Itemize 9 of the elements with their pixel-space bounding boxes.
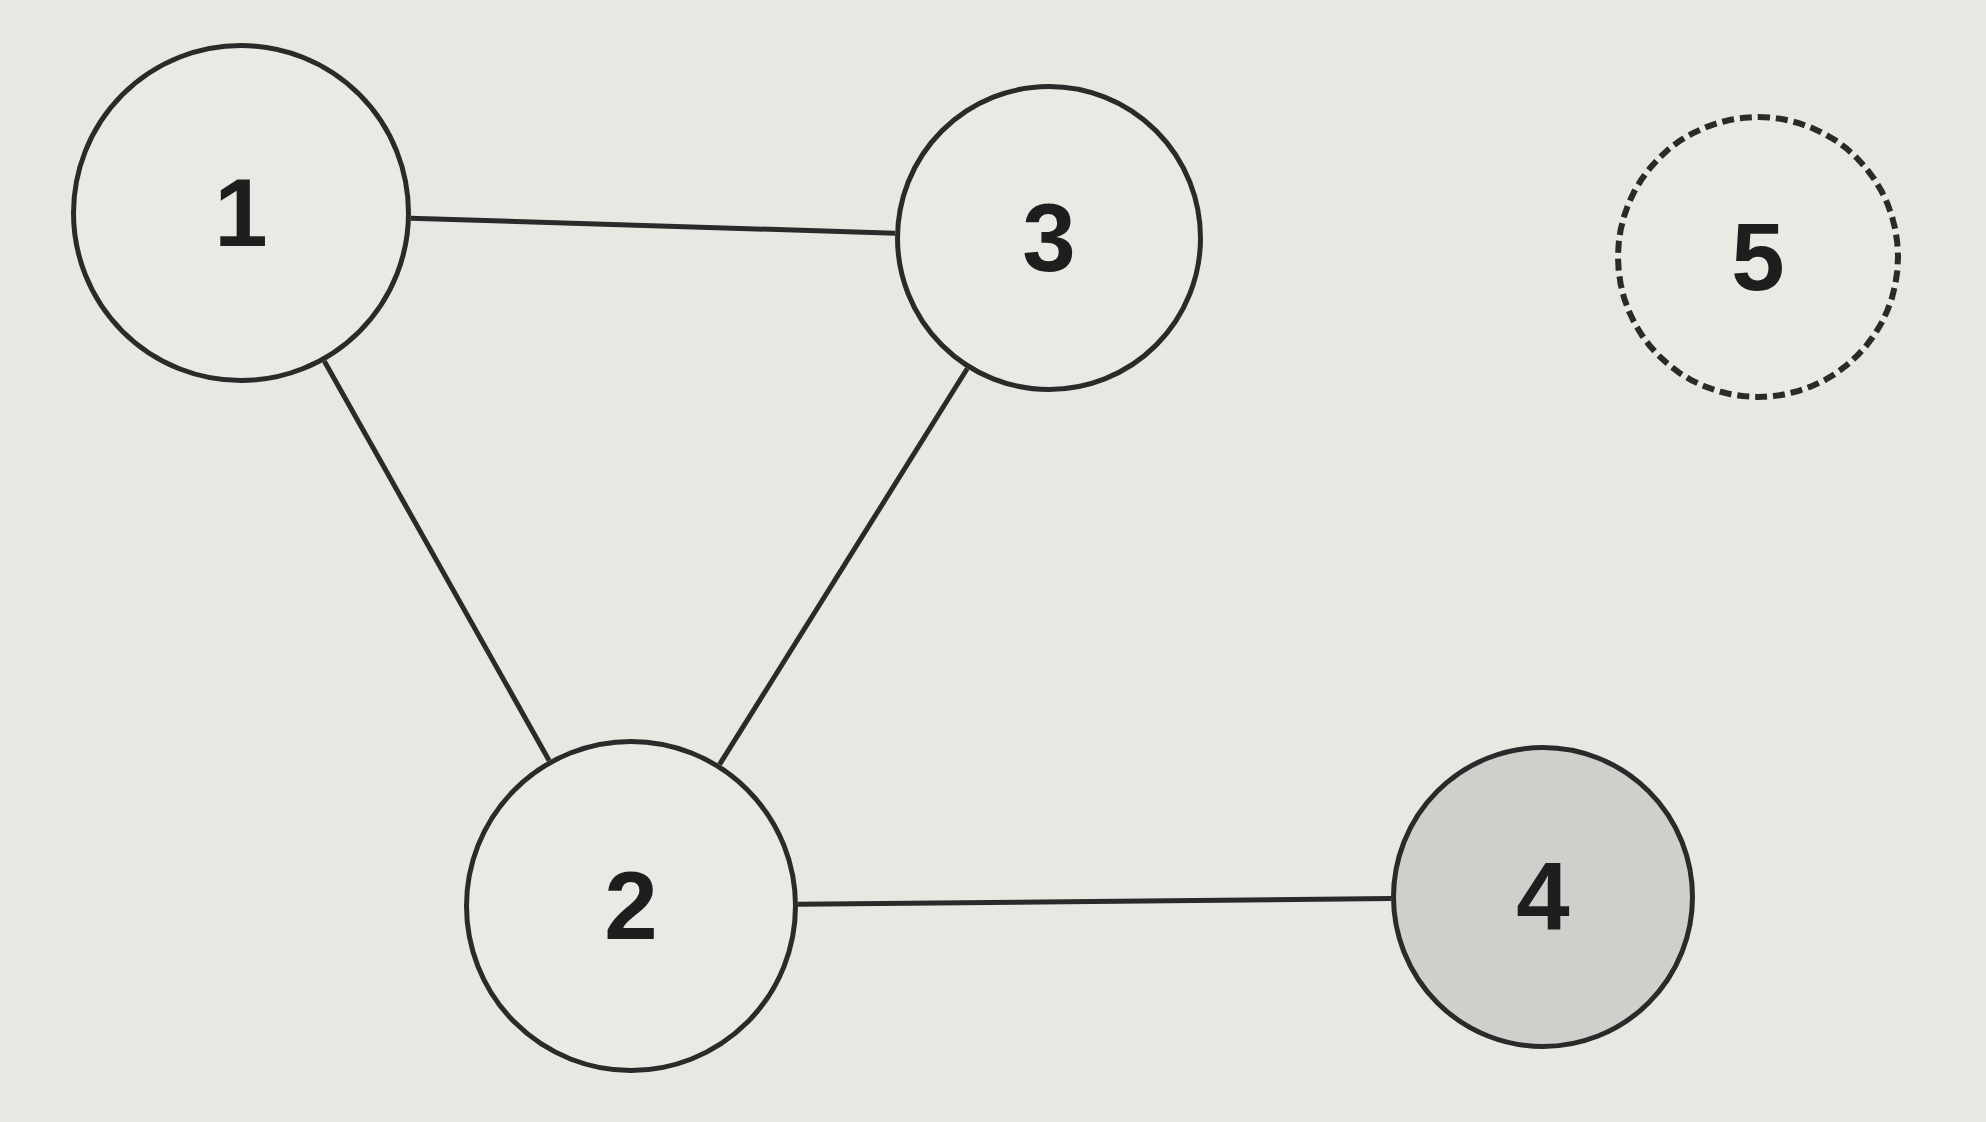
connector-line (410, 215, 896, 236)
node-number: 2 (604, 858, 658, 954)
node-number: 4 (1516, 849, 1570, 945)
connector-line (322, 359, 552, 762)
connector-line (717, 367, 970, 766)
connector-line (797, 896, 1392, 907)
node-number: 1 (214, 165, 268, 261)
node-number: 3 (1022, 190, 1076, 286)
node-number: 5 (1731, 209, 1785, 305)
